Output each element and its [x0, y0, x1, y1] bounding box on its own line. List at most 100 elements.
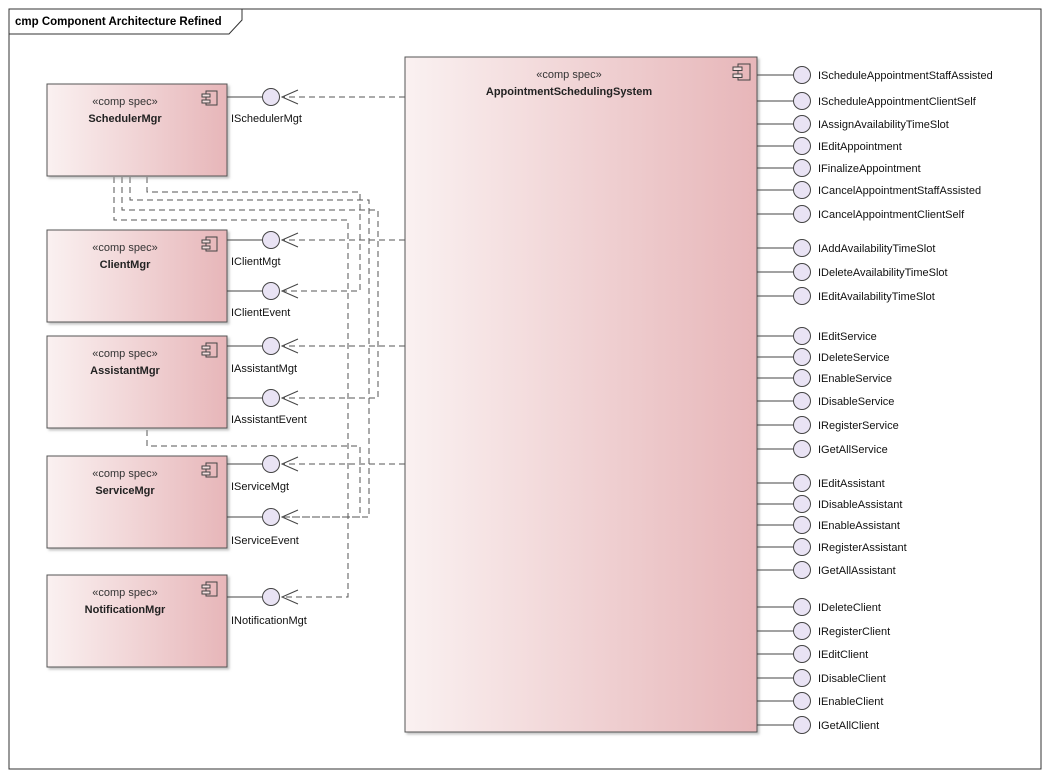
interface-lollipop[interactable]: IScheduleAppointmentStaffAssisted — [757, 66, 993, 84]
interface-lollipop[interactable]: IFinalizeAppointment — [757, 159, 921, 177]
interface-lollipop[interactable]: IEditAppointment — [757, 137, 902, 155]
interface-circle — [793, 369, 811, 387]
interface-label: IEnableService — [818, 373, 892, 385]
interface-lollipop[interactable]: IGetAllService — [757, 440, 888, 458]
interface-lollipop[interactable]: IDisableAssistant — [757, 495, 902, 513]
interface-lollipop[interactable]: IClientMgt — [227, 231, 299, 269]
interface-circle — [793, 474, 811, 492]
interface-label: IEditService — [818, 331, 877, 343]
interface-lollipop[interactable]: ICancelAppointmentStaffAssisted — [757, 181, 981, 199]
system-interfaces: IScheduleAppointmentStaffAssistedISchedu… — [757, 66, 993, 734]
component-scheduler-mgr[interactable]: «comp spec» SchedulerMgr — [46, 83, 228, 177]
interface-lollipop[interactable]: IScheduleAppointmentClientSelf — [757, 92, 977, 110]
component-icon — [201, 236, 218, 252]
interface-lollipop[interactable]: IDeleteAvailabilityTimeSlot — [757, 263, 948, 281]
interface-circle — [793, 669, 811, 687]
interface-label: IEditAssistant — [818, 478, 885, 490]
interface-lollipop[interactable]: IClientEvent — [227, 282, 299, 320]
interface-label: IDeleteService — [818, 352, 890, 364]
interface-lollipop[interactable]: IServiceMgt — [227, 455, 299, 494]
interface-lollipop[interactable]: ISchedulerMgt — [227, 88, 302, 126]
interface-label: ICancelAppointmentClientSelf — [818, 209, 965, 221]
interface-label: IServiceMgt — [231, 481, 289, 493]
interface-label: INotificationMgt — [231, 615, 307, 627]
interface-label: IRegisterClient — [818, 626, 890, 638]
interface-circle — [793, 598, 811, 616]
component-notification-mgr[interactable]: «comp spec» NotificationMgr — [46, 574, 228, 668]
component-stereotype: «comp spec» — [92, 587, 157, 599]
component-stereotype: «comp spec» — [92, 242, 157, 254]
component-stereotype: «comp spec» — [536, 69, 601, 81]
interface-circle — [793, 692, 811, 710]
interface-label: IDeleteClient — [818, 602, 881, 614]
interface-circle — [793, 263, 811, 281]
interface-label: IGetAllService — [818, 444, 888, 456]
interface-label: IClientMgt — [231, 256, 281, 268]
interface-label: ICancelAppointmentStaffAssisted — [818, 185, 981, 197]
interface-label: IGetAllClient — [818, 720, 879, 732]
manager-interfaces: ISchedulerMgt IClientMgt IClientEvent IA… — [227, 88, 307, 628]
interface-lollipop[interactable]: IAssignAvailabilityTimeSlot — [757, 115, 949, 133]
frame-tab — [8, 8, 243, 35]
interface-lollipop[interactable]: IEditAssistant — [757, 474, 885, 492]
interface-circle — [793, 239, 811, 257]
interface-circle — [793, 205, 811, 223]
interface-lollipop[interactable]: IRegisterService — [757, 416, 899, 434]
interface-lollipop[interactable]: IEditAvailabilityTimeSlot — [757, 287, 935, 305]
interface-lollipop[interactable]: IEnableClient — [757, 692, 883, 710]
interface-lollipop[interactable]: IGetAllClient — [757, 716, 879, 734]
component-appointment-scheduling-system[interactable]: «comp spec» AppointmentSchedulingSystem — [404, 56, 758, 733]
dependency-lines — [113, 96, 405, 598]
interface-lollipop[interactable]: IEditClient — [757, 645, 868, 663]
interface-circle — [793, 181, 811, 199]
interface-label: ISchedulerMgt — [231, 113, 302, 125]
interface-label: IRegisterAssistant — [818, 542, 907, 554]
component-icon — [732, 63, 751, 81]
interface-lollipop[interactable]: IDisableService — [757, 392, 894, 410]
interface-lollipop[interactable]: IDeleteService — [757, 348, 890, 366]
interface-lollipop[interactable]: IEditService — [757, 327, 877, 345]
component-stereotype: «comp spec» — [92, 468, 157, 480]
component-box — [46, 229, 228, 323]
interface-lollipop[interactable]: IAssistantEvent — [227, 389, 307, 427]
interface-label: IRegisterService — [818, 420, 899, 432]
interface-label: IScheduleAppointmentClientSelf — [818, 96, 977, 108]
frame-title: cmp Component Architecture Refined — [15, 16, 222, 28]
interface-lollipop[interactable]: IAddAvailabilityTimeSlot — [757, 239, 935, 257]
interface-circle — [793, 495, 811, 513]
interface-lollipop[interactable]: IEnableService — [757, 369, 892, 387]
component-icon — [201, 462, 218, 478]
interface-lollipop[interactable]: IGetAllAssistant — [757, 561, 896, 579]
interface-lollipop[interactable]: IDeleteClient — [757, 598, 881, 616]
interface-lollipop[interactable]: IRegisterClient — [757, 622, 890, 640]
interface-lollipop[interactable]: IDisableClient — [757, 669, 886, 687]
component-service-mgr[interactable]: «comp spec» ServiceMgr — [46, 455, 228, 549]
interface-circle — [793, 287, 811, 305]
interface-lollipop[interactable]: INotificationMgt — [227, 588, 307, 628]
interface-label: IDeleteAvailabilityTimeSlot — [818, 267, 948, 279]
interface-circle — [793, 645, 811, 663]
component-name: AssistantMgr — [90, 365, 160, 377]
interface-label: IAddAvailabilityTimeSlot — [818, 243, 935, 255]
interface-circle — [793, 416, 811, 434]
interface-lollipop[interactable]: ICancelAppointmentClientSelf — [757, 205, 965, 223]
interface-lollipop[interactable]: IEnableAssistant — [757, 516, 900, 534]
component-stereotype: «comp spec» — [92, 96, 157, 108]
interface-circle — [793, 159, 811, 177]
component-icon — [201, 90, 218, 106]
component-name: ServiceMgr — [95, 485, 155, 497]
component-box — [404, 56, 758, 733]
component-name: NotificationMgr — [85, 604, 166, 616]
interface-label: IAssignAvailabilityTimeSlot — [818, 119, 949, 131]
component-assistant-mgr[interactable]: «comp spec» AssistantMgr — [46, 335, 228, 429]
interface-label: IGetAllAssistant — [818, 565, 896, 577]
component-client-mgr[interactable]: «comp spec» ClientMgr — [46, 229, 228, 323]
interface-lollipop[interactable]: IServiceEvent — [227, 508, 299, 548]
interface-circle — [793, 66, 811, 84]
interface-lollipop[interactable]: IAssistantMgt — [227, 337, 299, 376]
interface-circle — [793, 137, 811, 155]
interface-lollipop[interactable]: IRegisterAssistant — [757, 538, 907, 556]
interface-circle — [793, 561, 811, 579]
interface-label: IFinalizeAppointment — [818, 163, 921, 175]
